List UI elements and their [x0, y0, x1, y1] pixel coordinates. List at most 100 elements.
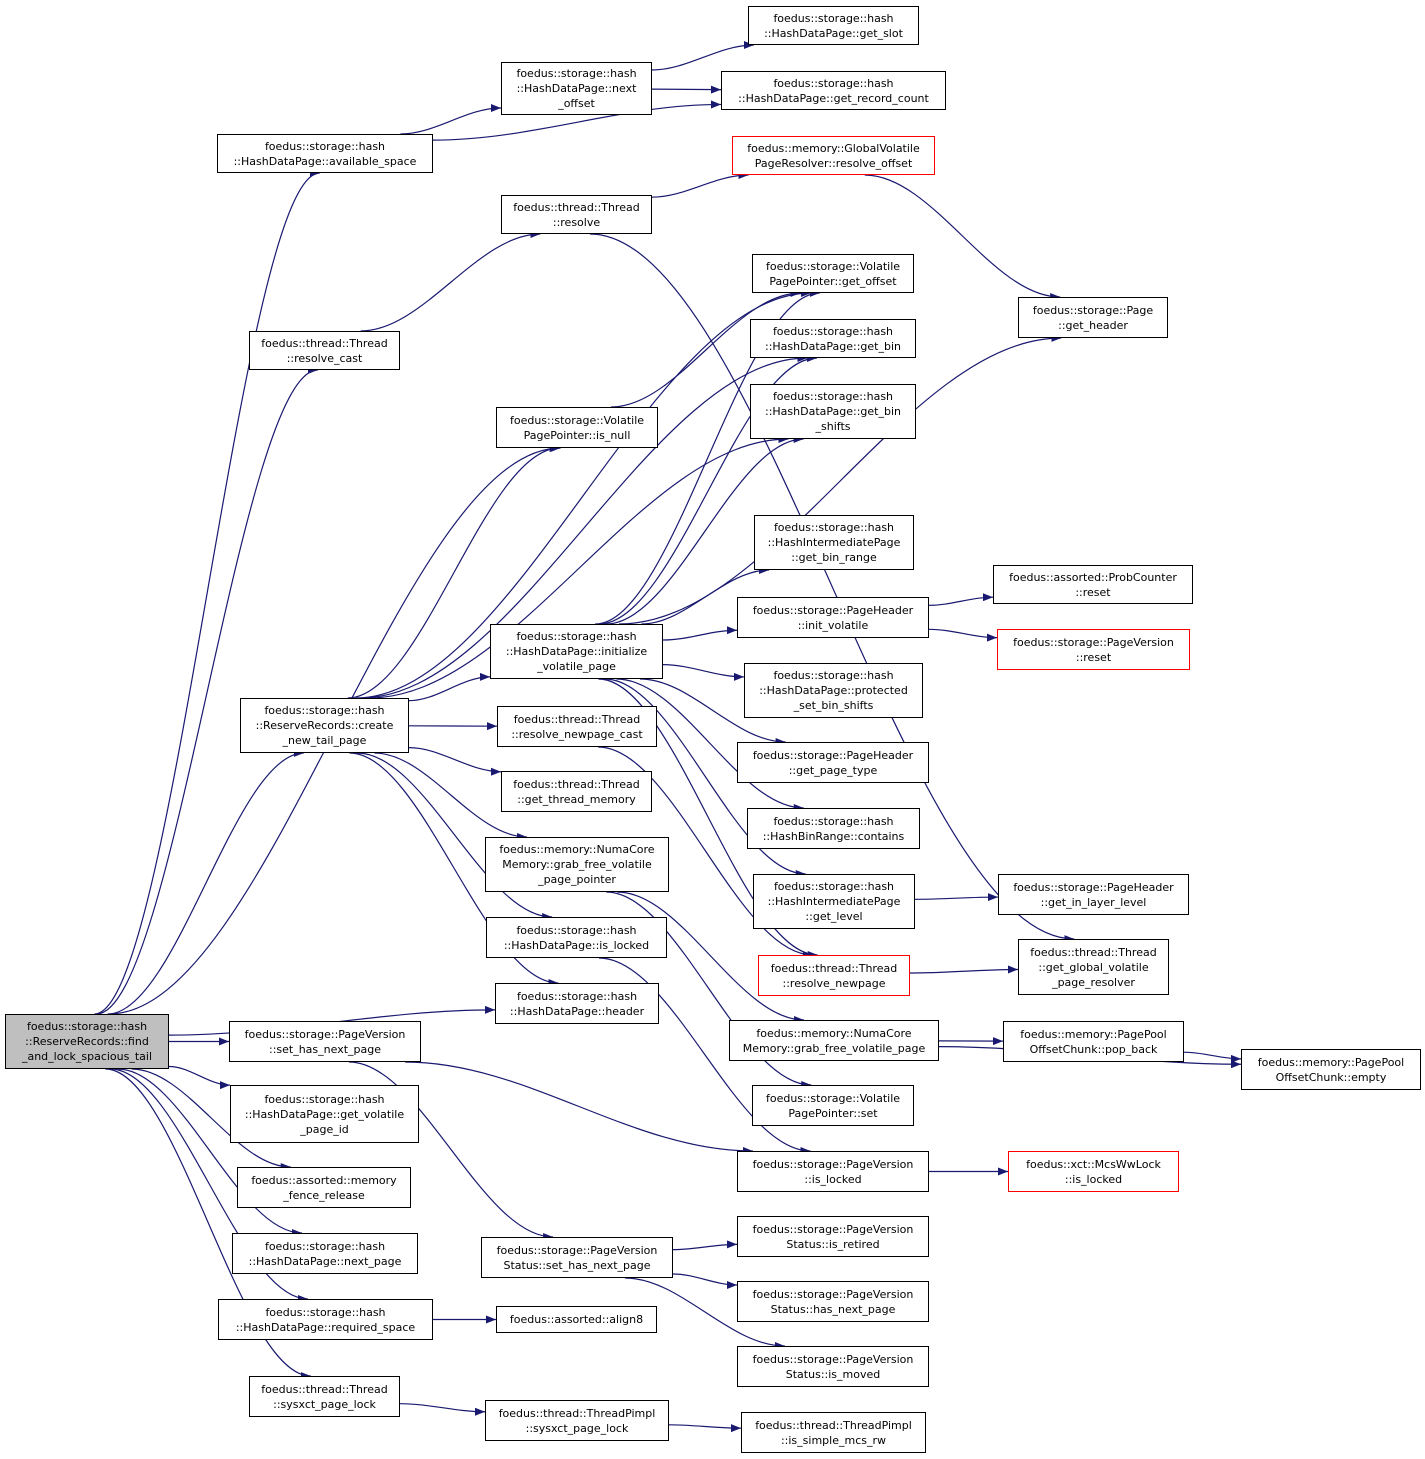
edge-create-new-tail-page-to-get-thread-memory — [408, 747, 502, 776]
node-align8[interactable]: foedus::assorted::align8 — [496, 1306, 657, 1333]
edge-initialize-volatile-page-to-get-bin — [599, 354, 818, 625]
node-get-slot[interactable]: foedus::storage::hash ::HashDataPage::ge… — [748, 6, 919, 45]
edge-resolve-cast-to-thread-resolve — [360, 230, 541, 332]
node-create-new-tail-page[interactable]: foedus::storage::hash ::ReserveRecords::… — [240, 698, 409, 753]
edge-root-to-available-space — [94, 169, 320, 1015]
node-page-get-header[interactable]: foedus::storage::Page ::get_header — [1018, 297, 1168, 338]
node-resolve-cast[interactable]: foedus::thread::Thread ::resolve_cast — [249, 331, 400, 370]
node-root: foedus::storage::hash ::ReserveRecords::… — [5, 1014, 169, 1069]
edge-is-null-to-vpp-get-offset — [611, 289, 801, 408]
edge-initialize-volatile-page-to-get-bin-shifts — [605, 435, 804, 625]
node-get-global-volatile-page-resolver[interactable]: foedus::thread::Thread ::get_global_vola… — [1018, 939, 1169, 995]
node-pvs-is-retired[interactable]: foedus::storage::PageVersion Status::is_… — [737, 1216, 929, 1257]
edge-create-new-tail-page-to-initialize-volatile-page — [408, 672, 491, 702]
edge-pimpl-sysxct-page-lock-to-pimpl-is-simple-mcs-rw — [668, 1424, 742, 1433]
node-mcs-is-locked[interactable]: foedus::xct::McsWwLock ::is_locked — [1008, 1151, 1179, 1192]
edge-create-new-tail-page-to-hdp-is-locked — [357, 752, 553, 921]
edge-available-space-to-next-offset — [400, 104, 502, 135]
node-hashbinrange-contains[interactable]: foedus::storage::hash ::HashBinRange::co… — [747, 808, 920, 849]
node-probcounter-reset[interactable]: foedus::assorted::ProbCounter ::reset — [993, 565, 1193, 604]
edge-root-to-required-space — [110, 1068, 308, 1303]
node-available-space[interactable]: foedus::storage::hash ::HashDataPage::av… — [217, 134, 433, 173]
edge-initialize-volatile-page-to-resolve-newpage — [598, 678, 818, 959]
edge-pvs-set-has-next-page-to-pvs-is-retired — [672, 1240, 738, 1251]
node-vpp-set[interactable]: foedus::storage::Volatile PagePointer::s… — [752, 1085, 914, 1126]
node-get-bin-shifts[interactable]: foedus::storage::hash ::HashDataPage::ge… — [750, 384, 916, 439]
node-resolve-newpage[interactable]: foedus::thread::Thread ::resolve_newpage — [758, 955, 910, 996]
edge-next-offset-to-get-slot — [651, 41, 754, 71]
edge-root-to-memory-fence-release — [131, 1068, 291, 1171]
node-pvs-set-has-next-page[interactable]: foedus::storage::PageVersion Status::set… — [481, 1237, 673, 1278]
edge-initialize-volatile-page-to-init-volatile — [662, 626, 738, 641]
node-get-record-count[interactable]: foedus::storage::hash ::HashDataPage::ge… — [721, 71, 946, 110]
edge-thread-resolve-to-resolve-offset — [651, 171, 749, 198]
node-protected-set-bin-shifts[interactable]: foedus::storage::hash ::HashDataPage::pr… — [744, 663, 923, 718]
edge-init-volatile-to-probcounter-reset — [928, 593, 994, 606]
node-grab-free-volatile-page[interactable]: foedus::memory::NumaCore Memory::grab_fr… — [729, 1020, 939, 1061]
edge-root-to-hdp-next-page — [117, 1068, 302, 1237]
edge-initialize-volatile-page-to-protected-set-bin-shifts — [662, 664, 745, 681]
edge-grab-free-volatile-page-pointer-to-vpp-set — [606, 891, 812, 1089]
node-resolve-offset[interactable]: foedus::memory::GlobalVolatile PageResol… — [732, 136, 935, 175]
node-next-offset[interactable]: foedus::storage::hash ::HashDataPage::ne… — [501, 62, 652, 115]
node-get-page-type[interactable]: foedus::storage::PageHeader ::get_page_t… — [737, 742, 929, 783]
edge-create-new-tail-page-to-grab-free-volatile-page-pointer — [374, 752, 528, 841]
edge-available-space-to-get-record-count — [432, 100, 722, 141]
edge-hip-get-level-to-get-in-layer-level — [914, 893, 999, 902]
node-set-has-next-page[interactable]: foedus::storage::PageVersion ::set_has_n… — [229, 1021, 421, 1062]
node-pimpl-is-simple-mcs-rw[interactable]: foedus::thread::ThreadPimpl ::is_simple_… — [741, 1412, 926, 1453]
node-pageversion-reset[interactable]: foedus::storage::PageVersion ::reset — [997, 629, 1190, 670]
edge-next-offset-to-get-record-count — [651, 85, 722, 94]
node-pv-is-locked[interactable]: foedus::storage::PageVersion ::is_locked — [737, 1151, 929, 1192]
edge-create-new-tail-page-to-is-null — [347, 444, 560, 699]
node-chunk-empty[interactable]: foedus::memory::PagePool OffsetChunk::em… — [1241, 1049, 1421, 1090]
edge-resolve-newpage-to-get-global-volatile-page-resolver — [909, 965, 1019, 974]
edge-grab-free-volatile-page-pointer-to-grab-free-volatile-page — [617, 891, 805, 1024]
edge-root-to-resolve-cast — [96, 366, 318, 1015]
node-init-volatile[interactable]: foedus::storage::PageHeader ::init_volat… — [737, 597, 929, 638]
node-hip-get-level[interactable]: foedus::storage::hash ::HashIntermediate… — [753, 874, 915, 929]
edge-sysxct-page-lock-to-pimpl-sysxct-page-lock — [399, 1403, 486, 1416]
edge-pvs-set-has-next-page-to-pvs-is-moved — [625, 1277, 785, 1350]
node-pvs-has-next-page[interactable]: foedus::storage::PageVersion Status::has… — [737, 1281, 929, 1322]
node-hdp-next-page[interactable]: foedus::storage::hash ::HashDataPage::ne… — [232, 1233, 418, 1274]
edge-create-new-tail-page-to-vpp-get-offset — [355, 289, 812, 699]
node-sysxct-page-lock[interactable]: foedus::thread::Thread ::sysxct_page_loc… — [249, 1376, 400, 1417]
edge-init-volatile-to-pageversion-reset — [928, 628, 998, 642]
node-grab-free-volatile-page-pointer[interactable]: foedus::memory::NumaCore Memory::grab_fr… — [485, 837, 669, 892]
node-is-null[interactable]: foedus::storage::Volatile PagePointer::i… — [496, 407, 658, 448]
node-get-bin-range[interactable]: foedus::storage::hash ::HashIntermediate… — [754, 515, 914, 570]
node-hdp-header[interactable]: foedus::storage::hash ::HashDataPage::he… — [495, 983, 659, 1024]
edge-resolve-offset-to-page-get-header — [864, 174, 1061, 301]
node-pop-back[interactable]: foedus::memory::PagePool OffsetChunk::po… — [1003, 1021, 1184, 1062]
edge-initialize-volatile-page-to-page-get-header — [619, 334, 1062, 625]
node-thread-resolve[interactable]: foedus::thread::Thread ::resolve — [501, 195, 652, 234]
edge-root-to-get-volatile-page-id — [168, 1065, 231, 1090]
node-initialize-volatile-page[interactable]: foedus::storage::hash ::HashDataPage::in… — [490, 624, 663, 679]
node-resolve-newpage-cast[interactable]: foedus::thread::Thread ::resolve_newpage… — [497, 706, 657, 747]
edge-root-to-sysxct-page-lock — [105, 1068, 311, 1380]
node-hdp-is-locked[interactable]: foedus::storage::hash ::HashDataPage::is… — [486, 917, 667, 958]
node-vpp-get-offset[interactable]: foedus::storage::Volatile PagePointer::g… — [752, 254, 914, 293]
node-required-space[interactable]: foedus::storage::hash ::HashDataPage::re… — [218, 1299, 433, 1340]
node-get-in-layer-level[interactable]: foedus::storage::PageHeader ::get_in_lay… — [998, 874, 1189, 915]
node-get-bin[interactable]: foedus::storage::hash ::HashDataPage::ge… — [750, 319, 916, 358]
edge-initialize-volatile-page-to-vpp-get-offset — [595, 289, 820, 625]
node-memory-fence-release[interactable]: foedus::assorted::memory _fence_release — [237, 1167, 411, 1208]
edge-set-has-next-page-to-pv-is-locked — [405, 1061, 753, 1155]
edge-hdp-is-locked-to-pv-is-locked — [598, 957, 811, 1155]
edge-pvs-set-has-next-page-to-pvs-has-next-page — [672, 1273, 738, 1289]
edge-root-to-create-new-tail-page — [107, 749, 304, 1015]
edge-pop-back-to-chunk-empty — [1183, 1051, 1242, 1063]
edge-create-new-tail-page-to-hdp-header — [349, 752, 559, 987]
node-get-volatile-page-id[interactable]: foedus::storage::hash ::HashDataPage::ge… — [230, 1085, 419, 1143]
node-pimpl-sysxct-page-lock[interactable]: foedus::thread::ThreadPimpl ::sysxct_pag… — [485, 1400, 669, 1441]
edge-initialize-volatile-page-to-get-bin-range — [641, 566, 770, 625]
edge-create-new-tail-page-to-get-bin — [360, 354, 808, 699]
node-pvs-is-moved[interactable]: foedus::storage::PageVersion Status::is_… — [737, 1346, 929, 1387]
edge-set-has-next-page-to-pvs-set-has-next-page — [348, 1061, 554, 1241]
node-get-thread-memory[interactable]: foedus::thread::Thread ::get_thread_memo… — [501, 771, 652, 812]
edge-resolve-newpage-cast-to-resolve-newpage — [598, 746, 813, 959]
